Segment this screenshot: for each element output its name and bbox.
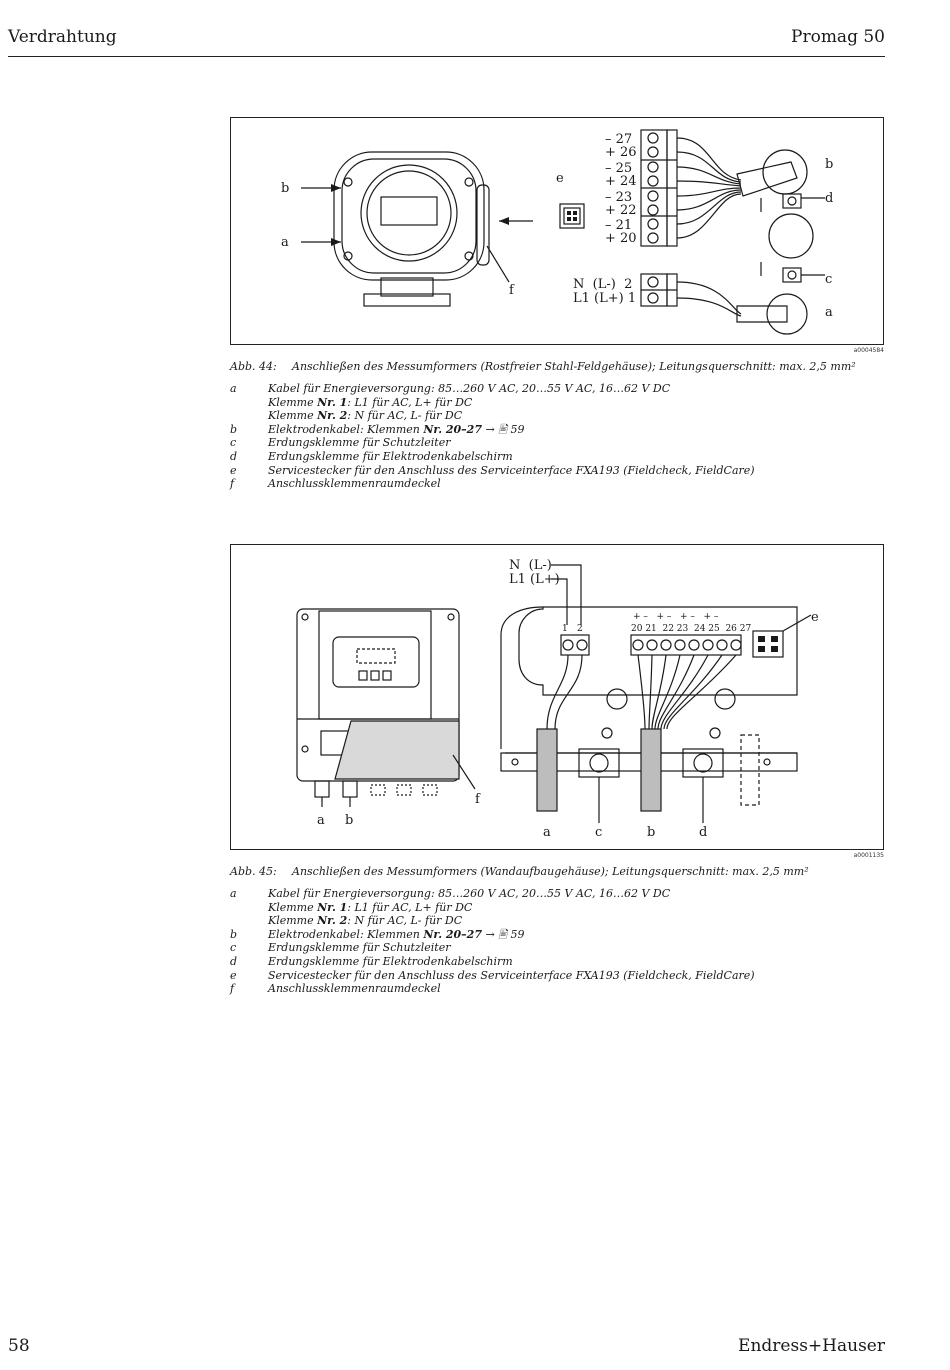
label-f: f xyxy=(475,792,481,807)
cable-gland-a xyxy=(766,293,808,335)
power-cable-a xyxy=(536,728,558,812)
power-cable xyxy=(736,305,788,323)
spare-cable xyxy=(740,734,760,806)
service-connector xyxy=(559,203,585,229)
figure-45-caption: Abb. 45: Anschließen des Messumformers (W… xyxy=(230,865,890,878)
terminal-21: – 21 xyxy=(605,218,632,233)
figure-44-caption: Abb. 44: Anschließen des Messumformers (R… xyxy=(230,360,890,373)
label-d: d xyxy=(825,191,833,206)
running-header-product: Promag 50 xyxy=(791,27,885,47)
gland-a xyxy=(314,780,330,798)
label-a-right: a xyxy=(825,305,833,320)
label-f: f xyxy=(509,283,515,298)
label-b-left: b xyxy=(345,813,353,828)
terminal-2-label: N (L-) 2 xyxy=(573,277,632,292)
footer-brand: Endress+Hauser xyxy=(738,1336,885,1356)
legend-item-a-line3: Klemme Nr. 2: N für AC, L- für DC xyxy=(268,409,463,423)
label-a: a xyxy=(281,235,289,250)
terminal-23: – 23 xyxy=(605,190,632,205)
figure-44-caption-text: Anschließen des Messumformers (Rostfreie… xyxy=(292,360,856,373)
wall-housing-display xyxy=(332,636,420,688)
figure-44-id: a0004584 xyxy=(853,347,884,354)
ground-terminal-c xyxy=(782,267,802,283)
page-ref-link[interactable]: → 🖹 59 xyxy=(481,422,525,436)
power-label-n: N (L-) xyxy=(509,558,552,573)
power-terminal-block xyxy=(560,634,590,656)
cable-gland-b xyxy=(762,149,808,195)
label-b: b xyxy=(647,825,655,840)
terminal-24: + 24 xyxy=(605,174,637,189)
label-d: d xyxy=(699,825,707,840)
terminal-polarity-signs: + – + – + – + – xyxy=(633,612,719,622)
power-label-l1: L1 (L+) xyxy=(509,572,560,587)
label-b-right: b xyxy=(825,157,833,172)
terminal-22: + 22 xyxy=(605,203,637,218)
figure-45-caption-text: Anschließen des Messumformers (Wandaufba… xyxy=(292,865,809,878)
header-rule xyxy=(8,56,885,57)
terminal-compartment xyxy=(518,606,798,696)
cable-gland-blank xyxy=(768,213,814,259)
terminal-1-label: L1 (L+) 1 xyxy=(573,291,636,306)
electrode-cable xyxy=(736,161,798,197)
legend-item-a-line2: Klemme Nr. 1: L1 für AC, L+ für DC xyxy=(268,900,473,914)
figure-44-drawing: b a f e b d c a – 27 + 26 – 25 + 24 – 23… xyxy=(281,129,833,335)
legend-item-a-line3: Klemme Nr. 2: N für AC, L- für DC xyxy=(268,914,463,928)
figure-45-wiring-diagram: N (L-) L1 (L+) e f a b a c b d 1 2 20 21… xyxy=(230,544,884,850)
terminal-1-num: 1 xyxy=(562,624,568,634)
terminal-cover-open xyxy=(334,720,460,780)
figure-44-caption-number: Abb. 44: xyxy=(230,360,277,373)
terminal-20: + 20 xyxy=(605,231,637,246)
electrode-cable-b xyxy=(640,728,662,812)
wall-housing xyxy=(296,608,460,782)
terminal-27: – 27 xyxy=(605,132,632,147)
terminal-2-num: 2 xyxy=(577,624,583,634)
figure-45-drawing: N (L-) L1 (L+) e f a b a c b d 1 2 20 21… xyxy=(296,558,819,840)
service-connector xyxy=(752,630,784,658)
label-a: a xyxy=(543,825,551,840)
page-number: 58 xyxy=(8,1336,30,1356)
figure-45-id: a0001135 xyxy=(853,852,884,859)
label-a-left: a xyxy=(317,813,325,828)
terminal-screws xyxy=(647,132,659,304)
terminal-20-27-nums: 20 21 22 23 24 25 26 27 xyxy=(631,624,751,634)
figure-45-caption-number: Abb. 45: xyxy=(230,865,277,878)
label-e: e xyxy=(556,171,564,186)
label-c: c xyxy=(595,825,602,840)
gland-b xyxy=(342,780,358,798)
terminal-26: + 26 xyxy=(605,145,637,160)
page-ref-link[interactable]: → 🖹 59 xyxy=(481,927,525,941)
field-housing xyxy=(333,151,485,281)
label-e: e xyxy=(811,610,819,625)
ground-terminal-d xyxy=(782,193,802,209)
legend-item-a-line2: Klemme Nr. 1: L1 für AC, L+ für DC xyxy=(268,395,473,409)
figure-44-wiring-diagram: b a f e b d c a – 27 + 26 – 25 + 24 – 23… xyxy=(230,117,884,345)
label-c: c xyxy=(825,272,832,287)
terminal-cover-side xyxy=(476,184,490,266)
terminal-25: – 25 xyxy=(605,161,632,176)
label-b: b xyxy=(281,181,289,196)
running-header-section: Verdrahtung xyxy=(8,27,117,47)
housing-display xyxy=(380,196,438,226)
housing-stand xyxy=(363,293,451,307)
